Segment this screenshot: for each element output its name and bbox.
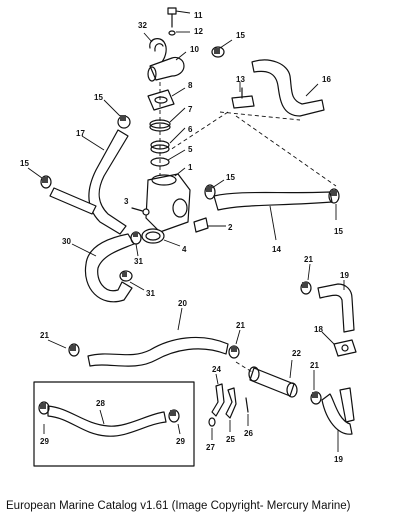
label-8: 8	[188, 81, 193, 90]
label-24: 24	[212, 365, 221, 374]
label-14: 14	[272, 245, 281, 254]
label-21-d: 21	[310, 361, 319, 370]
elbow-part	[147, 51, 187, 82]
label-15-c: 15	[20, 159, 29, 168]
tee-fitting	[169, 82, 337, 187]
label-19-a: 19	[340, 271, 349, 280]
hose-19-lower	[321, 387, 355, 452]
label-27: 27	[206, 443, 215, 452]
housing-part	[141, 167, 191, 244]
hose-19-upper	[317, 280, 355, 333]
label-31-b: 31	[146, 289, 155, 298]
label-4: 4	[182, 245, 187, 254]
bracket-18	[321, 331, 357, 357]
clamps-31	[119, 231, 145, 291]
hose-17	[49, 129, 129, 235]
label-20: 20	[178, 299, 187, 308]
label-15-b: 15	[94, 93, 103, 102]
clip-part	[143, 32, 167, 63]
label-6: 6	[188, 125, 193, 134]
label-26: 26	[244, 429, 253, 438]
label-3: 3	[124, 197, 129, 206]
label-21-c: 21	[236, 321, 245, 330]
mounting-brackets	[208, 373, 249, 440]
diagram-canvas: 11 12 32 10 15 16 13 8 15 7 6 17 5 15 1 …	[20, 7, 357, 467]
cooler-22	[235, 359, 298, 398]
label-19-b: 19	[334, 455, 343, 464]
label-15-d: 15	[226, 173, 235, 182]
label-13: 13	[236, 75, 245, 84]
label-5: 5	[188, 145, 193, 154]
label-1: 1	[188, 163, 193, 172]
label-10: 10	[190, 45, 199, 54]
bolt-part	[167, 7, 191, 36]
clamps-15	[27, 39, 340, 220]
part-labels: 11 12 32 10 15 16 13 8 15 7 6 17 5 15 1 …	[20, 11, 349, 464]
label-25: 25	[226, 435, 235, 444]
label-21-b: 21	[40, 331, 49, 340]
hose-16	[251, 59, 325, 117]
label-28: 28	[96, 399, 105, 408]
label-17: 17	[76, 129, 85, 138]
hose-30	[71, 233, 135, 303]
image-caption: European Marine Catalog v1.61 (Image Cop…	[6, 500, 351, 512]
connector-part	[193, 217, 226, 233]
label-22: 22	[292, 349, 301, 358]
label-2: 2	[228, 223, 233, 232]
label-29-b: 29	[176, 437, 185, 446]
label-29-a: 29	[40, 437, 49, 446]
hose-14	[213, 191, 333, 241]
label-7: 7	[188, 105, 193, 114]
seal-stack	[147, 82, 186, 175]
clamps-21	[47, 263, 322, 405]
gasket-part	[163, 239, 181, 247]
label-30: 30	[62, 237, 71, 246]
label-12: 12	[194, 27, 203, 36]
label-15-e: 15	[334, 227, 343, 236]
label-15-a: 15	[236, 31, 245, 40]
label-31-a: 31	[134, 257, 143, 266]
inset-box	[33, 381, 195, 467]
screw-part	[131, 207, 150, 216]
label-21-a: 21	[304, 255, 313, 264]
label-18: 18	[314, 325, 323, 334]
label-11: 11	[194, 11, 203, 20]
exploded-parts-diagram: 11 12 32 10 15 16 13 8 15 7 6 17 5 15 1 …	[20, 7, 357, 467]
hose-20	[87, 307, 229, 367]
label-16: 16	[322, 75, 331, 84]
label-32: 32	[138, 21, 147, 30]
